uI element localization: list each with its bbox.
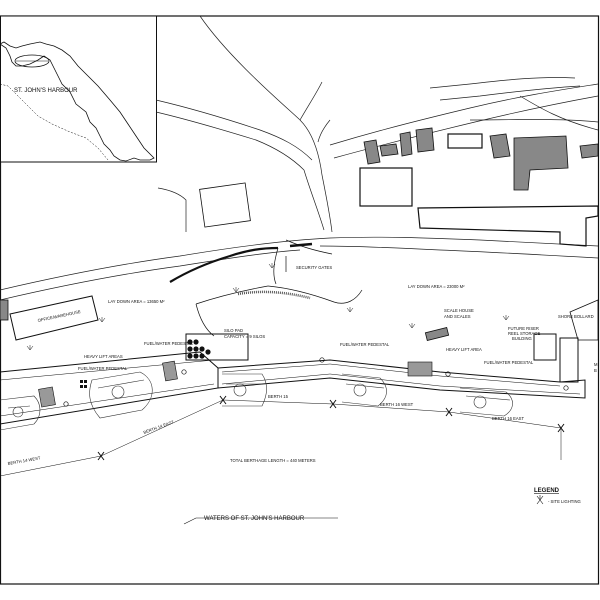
fuel-water-pedestal-label: FUEL/WATER PEDESTAL bbox=[78, 366, 128, 371]
heavy-lift-pad-east bbox=[407, 361, 433, 377]
heavy-lift-pad-west-2 bbox=[162, 360, 178, 382]
building bbox=[379, 143, 399, 157]
building bbox=[415, 127, 435, 153]
berth-15-label: BERTH 15 bbox=[268, 394, 289, 399]
berth-16-west-label: BERTH 16 WEST bbox=[380, 402, 414, 407]
building bbox=[359, 167, 413, 207]
building bbox=[399, 131, 413, 157]
scale-house-label-2: AND SCALES bbox=[444, 314, 471, 319]
building bbox=[489, 133, 511, 159]
vessel bbox=[459, 387, 513, 417]
fuel-water-pedestal-label: FUEL/WATER PEDESTAL bbox=[484, 360, 534, 365]
future-storage-label: FUTURE RISER bbox=[508, 326, 539, 331]
vessel bbox=[0, 395, 41, 431]
quay-east-section bbox=[217, 359, 586, 399]
heavy-lift-pad-west bbox=[38, 386, 56, 408]
berth-dimension-lines bbox=[0, 399, 562, 477]
harbour-waters-label-group: WATERS OF ST. JOHN'S HARBOUR bbox=[183, 516, 338, 525]
security-gate-area bbox=[169, 239, 363, 337]
scale-house-label: SCALE HOUSE bbox=[444, 308, 474, 313]
moored-vessels bbox=[0, 371, 513, 431]
building-lot bbox=[199, 182, 251, 228]
wharf bbox=[0, 295, 599, 425]
fuel-water-pedestal-label: FUEL/WATER PEDESTAL bbox=[340, 342, 390, 347]
security-gates-label: SECURITY GATES bbox=[296, 265, 332, 270]
inset-harbour-label: ST. JOHN'S HARBOUR bbox=[14, 88, 78, 94]
total-berthage-label: TOTAL BERTHAGE LENGTH = 440 METERS bbox=[230, 458, 316, 463]
lay-down-area-west-label: LAY DOWN AREA = 13650 M² bbox=[108, 299, 165, 304]
building bbox=[363, 139, 381, 165]
silo-pad bbox=[185, 333, 249, 361]
fuel-water-pedestals bbox=[63, 357, 569, 407]
future-storage-building bbox=[533, 333, 557, 361]
lay-down-area-east-label: LAY DOWN AREA = 23000 M² bbox=[408, 284, 465, 289]
vessel bbox=[341, 373, 387, 407]
vessel bbox=[222, 373, 267, 407]
silos bbox=[80, 339, 211, 388]
existing-buildings bbox=[0, 127, 599, 321]
silo-pad-capacity-label: CAPACITY = 9 SILOS bbox=[224, 334, 265, 339]
fuel-water-pedestal-label: FUEL/WATER PEDESTAL bbox=[144, 341, 194, 346]
inset-site-marker bbox=[14, 54, 50, 68]
berth-14-west-label: BERTH 14 WEST bbox=[7, 455, 41, 466]
building bbox=[579, 143, 599, 159]
shore-bollard-label: SHORE BOLLARD bbox=[558, 314, 594, 319]
heavy-lift-areas-label: HEAVY LIFT AREAS bbox=[84, 354, 123, 359]
road-network bbox=[0, 15, 599, 301]
office-warehouse bbox=[9, 295, 99, 341]
building bbox=[513, 135, 569, 191]
inset-map: ST. JOHN'S HARBOUR bbox=[0, 15, 157, 163]
site-lighting-fixtures bbox=[26, 263, 510, 351]
future-storage-label-2: REEL STORAGE bbox=[508, 331, 541, 336]
future-storage-label-3: BUILDING bbox=[512, 336, 532, 341]
scale-house bbox=[424, 326, 450, 342]
edge-label: M bbox=[594, 362, 598, 367]
vessel bbox=[89, 371, 153, 419]
berth-16-east-label: BERTH 16 EAST bbox=[492, 416, 524, 421]
legend-title: LEGEND bbox=[534, 488, 560, 494]
heavy-lift-area-label: HEAVY LIFT AREA bbox=[446, 347, 482, 352]
building bbox=[447, 133, 483, 149]
silo-pad-label: SILO PAD bbox=[224, 328, 243, 333]
legend: LEGEND - SITE LIGHTING bbox=[534, 488, 581, 505]
building bbox=[417, 205, 599, 247]
edge-label: B bbox=[594, 368, 597, 373]
harbour-waters-label: WATERS OF ST. JOHN'S HARBOUR bbox=[204, 516, 305, 522]
legend-site-lighting: - SITE LIGHTING bbox=[548, 499, 581, 504]
